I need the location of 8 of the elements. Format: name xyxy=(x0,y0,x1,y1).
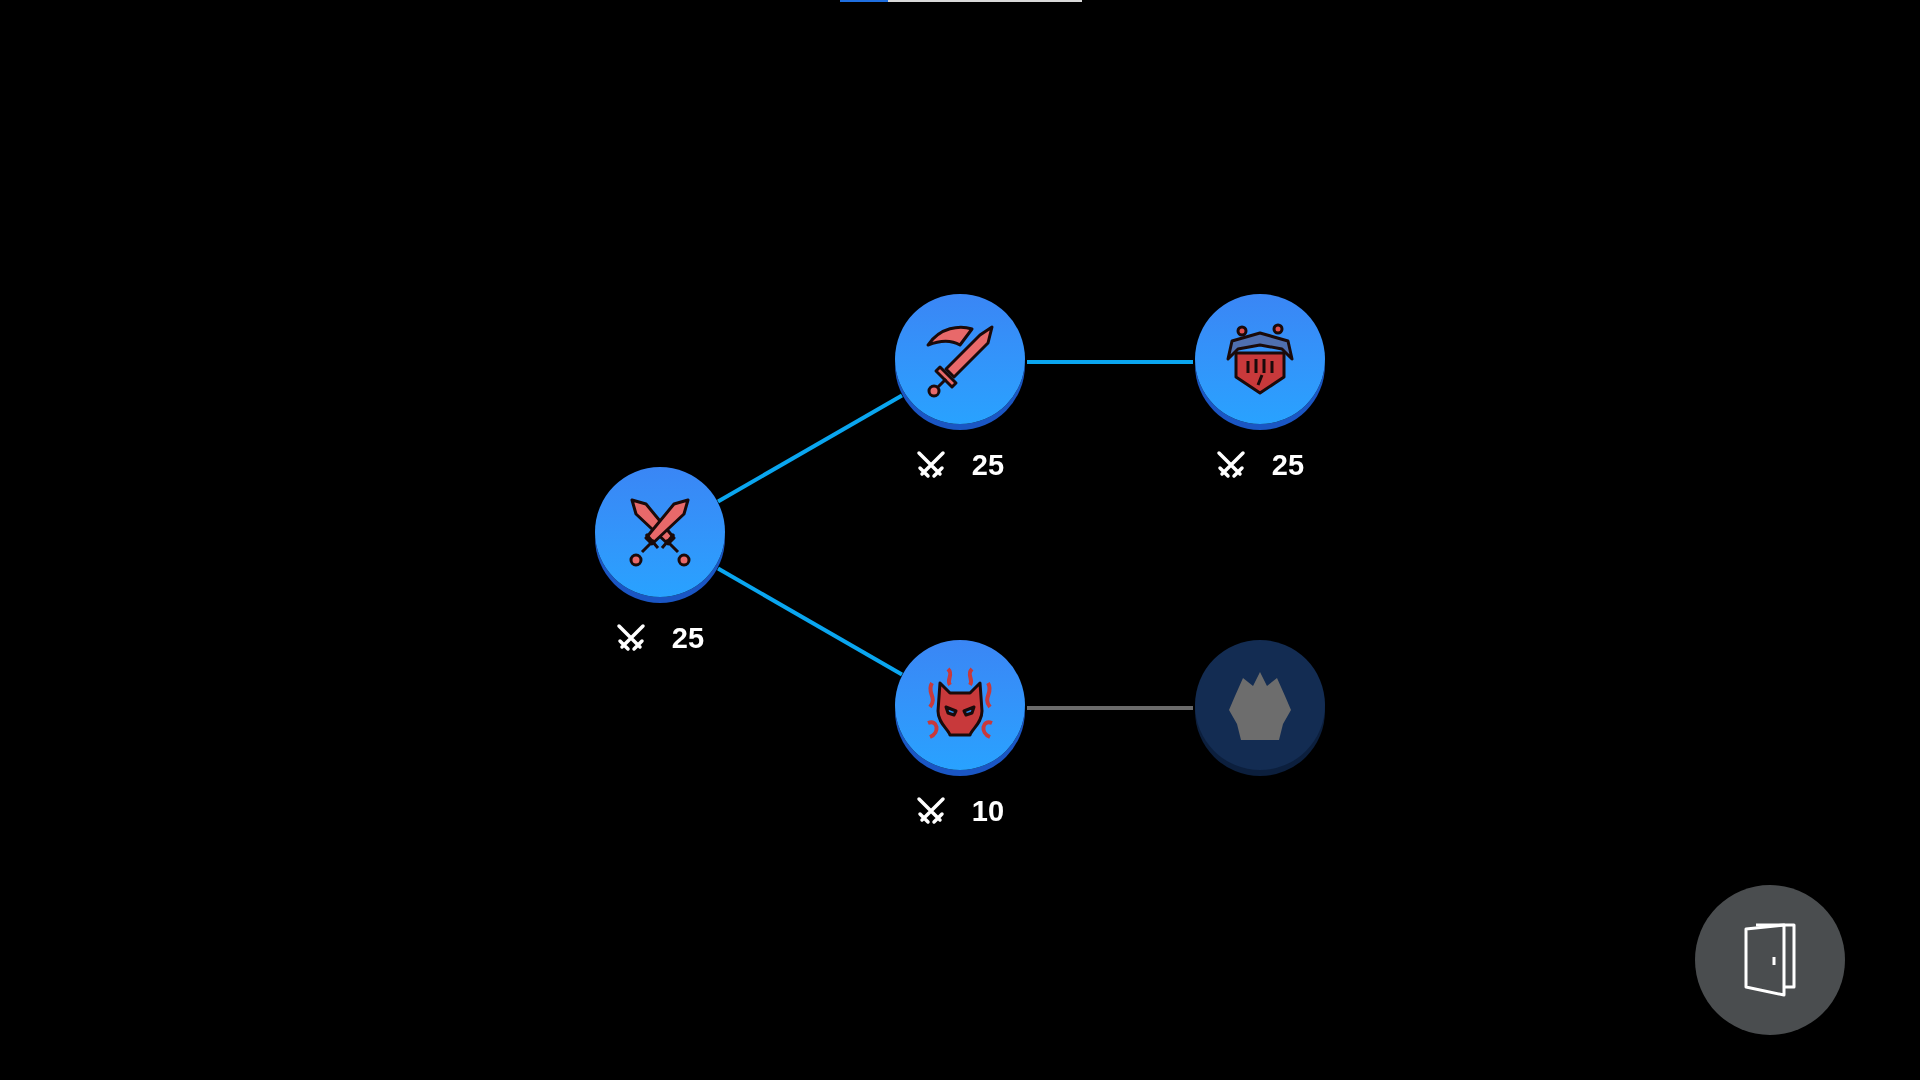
connector-line xyxy=(1027,706,1193,710)
connector-line xyxy=(1027,360,1193,364)
connector-line xyxy=(717,566,903,677)
cost-value: 25 xyxy=(671,623,705,653)
cost-value: 25 xyxy=(1271,450,1305,480)
connector-line xyxy=(717,393,903,504)
cost-value: 10 xyxy=(971,796,1005,826)
cost-value: 25 xyxy=(971,450,1005,480)
